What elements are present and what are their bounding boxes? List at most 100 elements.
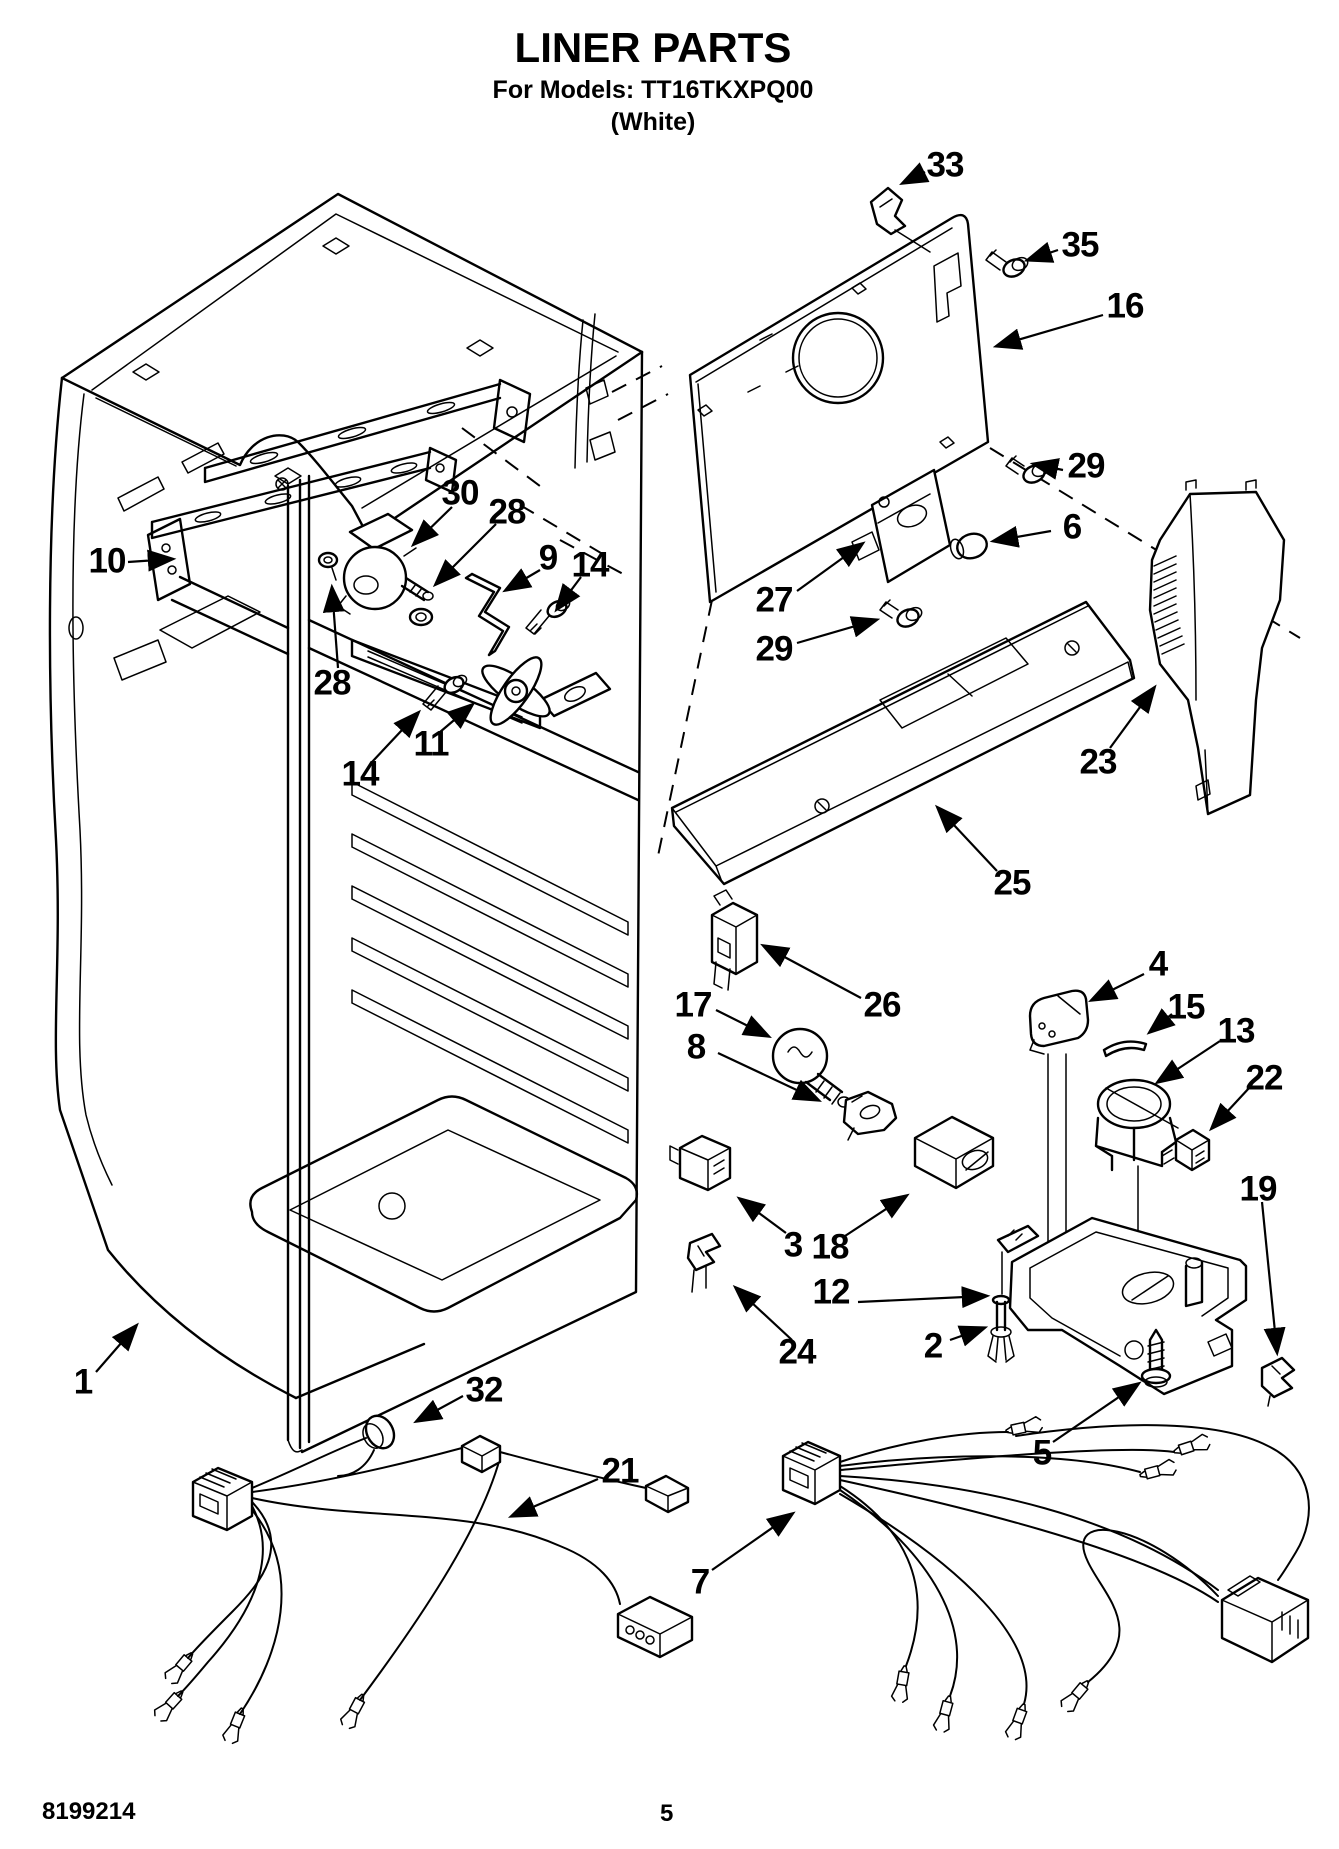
- part-15-tube: [1102, 1040, 1148, 1058]
- callout-16: 16: [1106, 286, 1145, 326]
- part-28-grommet: [317, 551, 339, 569]
- crisper-floor: [249, 1095, 639, 1313]
- leader-line-28: [432, 523, 497, 588]
- part-22-switch: [1161, 1128, 1211, 1172]
- callout-14: 14: [341, 754, 380, 794]
- callout-7: 7: [690, 1562, 710, 1602]
- models-subtitle: For Models: TT16TKXPQ00: [492, 76, 814, 104]
- callout-15: 15: [1167, 987, 1206, 1027]
- page-number: 5: [660, 1800, 674, 1827]
- leader-line-32: [413, 1395, 464, 1424]
- callout-8: 8: [686, 1027, 706, 1067]
- leader-line-29: [1029, 458, 1064, 480]
- leader-line-16: [992, 313, 1104, 350]
- harness-connector: [644, 1474, 690, 1514]
- part-26-switch: [710, 889, 759, 991]
- spade-terminal: [931, 1693, 959, 1734]
- callout-23: 23: [1079, 742, 1118, 782]
- harness-main-connector: [781, 1440, 842, 1506]
- leader-line-1: [95, 1322, 139, 1373]
- callout-14: 14: [571, 545, 610, 585]
- leader-line-24: [732, 1285, 793, 1341]
- callout-5: 5: [1032, 1433, 1052, 1473]
- callout-29: 29: [1067, 446, 1106, 486]
- part-30-fan-motor-assembly: [317, 512, 612, 730]
- leader-line-8: [717, 1052, 822, 1102]
- leader-line-29: [796, 616, 881, 645]
- part-19-clip: [1260, 1356, 1296, 1407]
- callout-22: 22: [1245, 1058, 1284, 1098]
- leader-line-19: [1260, 1201, 1286, 1357]
- callout-25: 25: [993, 863, 1032, 903]
- part-21-wire-harness: [151, 1414, 694, 1746]
- leader-line-14: [554, 576, 582, 613]
- motor-body: [342, 545, 408, 611]
- callout-26: 26: [863, 985, 902, 1025]
- callout-10: 10: [88, 541, 127, 581]
- leader-line-25: [934, 804, 998, 872]
- page-title: LINER PARTS: [514, 24, 792, 71]
- leader-line-18: [844, 1193, 910, 1237]
- part-6-plug-button: [949, 532, 988, 560]
- callout-1: 1: [73, 1362, 93, 1402]
- callout-24: 24: [778, 1332, 817, 1372]
- harness-main-connector: [191, 1466, 254, 1532]
- harness-relay-box: [1220, 1575, 1310, 1664]
- callout-leader-lines: [95, 162, 1286, 1571]
- document-number: 8199214: [42, 1798, 136, 1825]
- part-7-wire-harness: [781, 1415, 1310, 1742]
- leader-line-30: [410, 506, 453, 548]
- spade-terminal: [1003, 1700, 1033, 1742]
- part-25-shelf-cover: [670, 600, 1136, 886]
- callout-17: 17: [674, 985, 713, 1025]
- leader-line-17: [715, 1009, 772, 1038]
- spade-terminal: [1057, 1675, 1095, 1715]
- part-14-screw: [525, 598, 571, 635]
- spade-terminal: [220, 1704, 251, 1746]
- leader-line-12: [857, 1286, 991, 1309]
- callout-12: 12: [812, 1272, 851, 1312]
- callout-9: 9: [538, 538, 558, 578]
- leader-line-15: [1146, 1008, 1176, 1035]
- leader-line-13: [1154, 1040, 1221, 1085]
- leader-line-2: [949, 1325, 989, 1347]
- callout-35: 35: [1061, 225, 1100, 265]
- leader-line-3: [736, 1196, 787, 1234]
- spade-terminal: [890, 1663, 914, 1704]
- part-17-light-bulb: [771, 1027, 851, 1108]
- part-10-mounting-rails: [146, 378, 626, 602]
- leader-line-26: [760, 943, 862, 999]
- part-1-liner-cabinet: [48, 192, 644, 1454]
- harness-end-connector: [616, 1595, 694, 1659]
- spade-terminal: [338, 1690, 371, 1731]
- leader-line-14: [371, 709, 422, 763]
- callout-32: 32: [465, 1370, 504, 1410]
- leader-line-7: [711, 1511, 796, 1571]
- leader-line-9: [502, 568, 541, 593]
- callout-30: 30: [441, 473, 480, 513]
- callout-21: 21: [601, 1451, 640, 1491]
- part-29-screw: [879, 599, 923, 628]
- callout-2: 2: [923, 1326, 943, 1366]
- callout-18: 18: [811, 1227, 850, 1267]
- callout-4: 4: [1148, 944, 1168, 984]
- part-3-cover-box: [669, 1134, 732, 1192]
- callout-13: 13: [1217, 1011, 1256, 1051]
- leader-line-6: [989, 525, 1052, 548]
- leader-line-21: [507, 1477, 599, 1518]
- part-4-defrost-timer: [1028, 989, 1090, 1253]
- part-18-lamp-housing: [913, 1115, 995, 1190]
- callout-6: 6: [1062, 507, 1082, 547]
- leader-line-10: [127, 549, 177, 572]
- leader-line-35: [1023, 241, 1059, 263]
- leader-line-11: [439, 702, 476, 733]
- part-8-lamp-socket: [842, 1090, 898, 1141]
- callout-29: 29: [755, 629, 794, 669]
- harness-connector: [460, 1434, 502, 1474]
- part-11-fan-blade: [481, 656, 551, 726]
- part-23-air-duct: [1148, 479, 1286, 816]
- callout-33: 33: [926, 145, 965, 185]
- leader-line-28: [322, 583, 345, 669]
